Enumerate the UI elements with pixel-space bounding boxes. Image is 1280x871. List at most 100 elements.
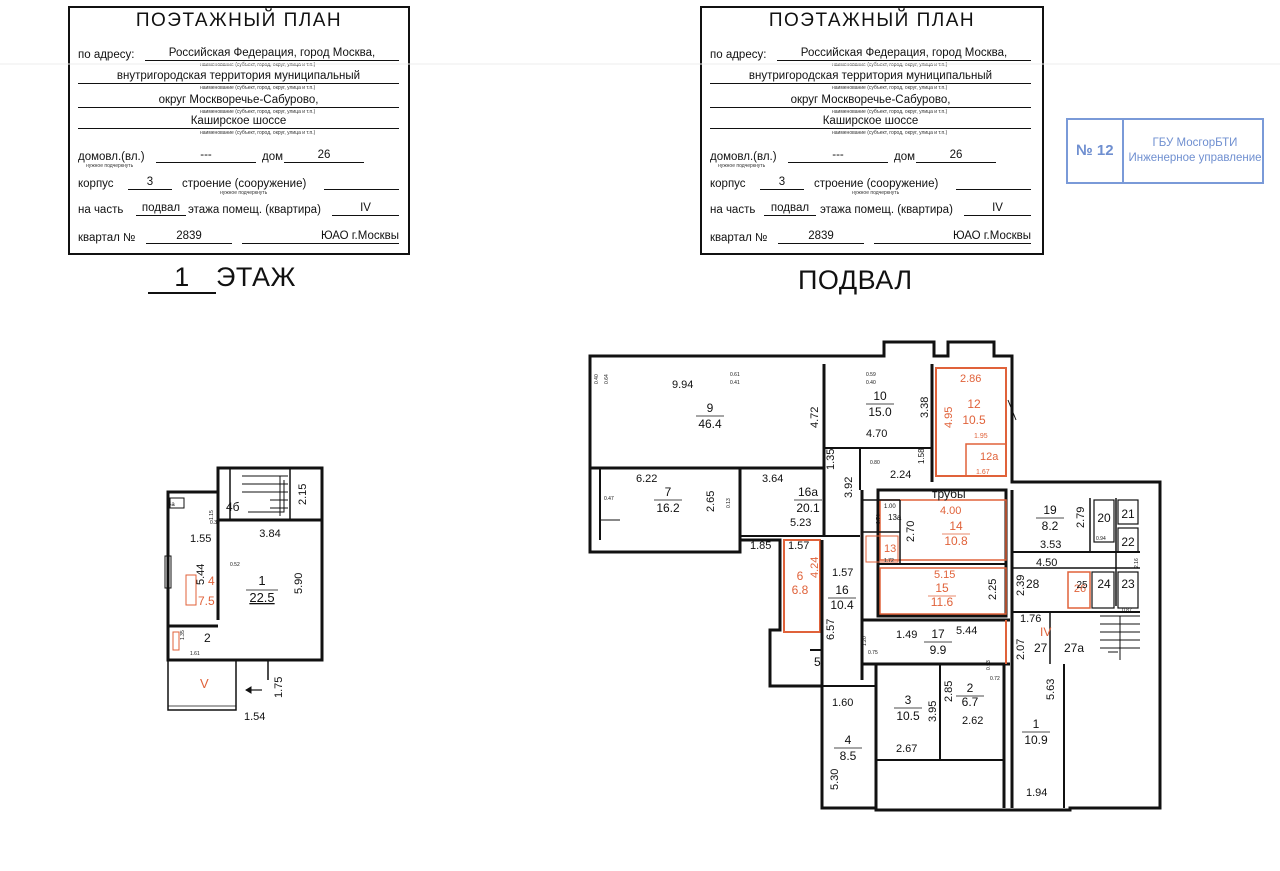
- dim-0-59: 0.59: [866, 372, 876, 378]
- room-6-outline: [783, 539, 821, 633]
- room-1-area: 22.5: [249, 590, 274, 605]
- room-19-area: 8.2: [1042, 519, 1059, 533]
- basement-labels: 9.94 9 46.4 4.72 0.40 0.64 0.61 0.41 0.5…: [594, 372, 1140, 799]
- stamp-title: ПОЭТАЖНЫЙ ПЛАН: [768, 10, 976, 31]
- room-7-area: 16.2: [656, 501, 680, 515]
- nuzhnoe-caption-2: нужное подчеркнуть: [220, 190, 268, 196]
- room-9-area: 46.4: [698, 417, 722, 431]
- dim-1-57-b: 1.57: [832, 567, 853, 579]
- address-label: по адресу:: [710, 49, 767, 61]
- room-4-id: 4: [845, 733, 852, 747]
- pomesh-value: IV: [964, 202, 1031, 216]
- room-16-id: 16: [835, 583, 849, 597]
- dim-0-80: 0.80: [870, 460, 880, 466]
- pomesh-value: IV: [332, 202, 399, 216]
- dim-4-00: 4.00: [940, 505, 961, 517]
- dim-0-75: 0.75: [868, 650, 878, 656]
- floor1-labels: 1 22.5 3.84 5.90 5.44 1.55 4 7.5 2 2.15 …: [168, 484, 309, 723]
- dom-value: 26: [916, 149, 996, 163]
- nuzhnoe-caption-1: нужное подчеркнуть: [718, 163, 766, 169]
- dim-0-74: 0.74: [876, 514, 882, 524]
- floor1-orange-mark: [172, 631, 180, 651]
- room-15-area: 11.6: [931, 595, 954, 609]
- room-25-id: 25: [1076, 580, 1088, 591]
- dim-3-84: 3.84: [259, 528, 280, 540]
- nachast-label: на часть: [710, 204, 756, 216]
- stroenie-label: строение (сооружение): [182, 178, 307, 190]
- room-6-id: 6: [797, 569, 804, 583]
- room-3-area: 10.5: [896, 709, 920, 723]
- dom-label: дом: [262, 151, 284, 163]
- okrug-value: ЮАО г.Москвы: [242, 230, 399, 244]
- room-13-outline: [865, 535, 899, 563]
- address-line-4: Каширское шоссе: [78, 115, 399, 129]
- stroenie-label: строение (сооружение): [814, 178, 939, 190]
- room-17-area: 9.9: [930, 643, 947, 657]
- room-27a-id: 27а: [1064, 641, 1084, 655]
- room-16-area: 10.4: [830, 598, 854, 612]
- room-2-area: 6.7: [962, 695, 979, 709]
- kvartal-value: 2839: [146, 230, 232, 244]
- dim-0-41: 0.41: [730, 380, 740, 386]
- dim-4-70: 4.70: [866, 428, 887, 440]
- floor1-porch: [167, 659, 237, 711]
- room-22-outline: [1117, 527, 1139, 553]
- floor1-small-room: [169, 497, 185, 509]
- room-15-outline: [879, 567, 1007, 615]
- dim-2-67: 2.67: [896, 743, 917, 755]
- dim-4-24: 4.24: [809, 557, 821, 578]
- basement-mid-block: [876, 488, 1008, 618]
- kvartal-label: квартал №: [78, 232, 136, 244]
- dim-3-64: 3.64: [762, 473, 783, 485]
- dim-1-35: 1.35: [180, 630, 186, 640]
- address-label: по адресу:: [78, 49, 135, 61]
- dim-0-72: 0.72: [990, 676, 1000, 682]
- etazha-label: этажа помещ. (квартира): [188, 204, 321, 216]
- address-line-2: внутригородская территория муниципальный: [78, 70, 399, 84]
- dim-3-38: 3.38: [919, 397, 931, 418]
- nachast-value: подвал: [764, 202, 816, 216]
- dim-1-15: 1.15: [209, 510, 215, 520]
- room-26-outline: [1067, 571, 1091, 609]
- dim-1-61: 1.61: [190, 651, 200, 657]
- floor1-window: [164, 555, 172, 589]
- address-line-4: Каширское шоссе: [710, 115, 1031, 129]
- address-line-1: Российская Федерация, город Москва,: [777, 47, 1031, 61]
- room-28-id: 28: [1026, 577, 1040, 591]
- room-14-id: 14: [949, 519, 963, 533]
- dim-2-25: 2.25: [987, 579, 999, 600]
- dim-1-54: 1.54: [244, 711, 265, 723]
- room-3-id: 3: [905, 693, 912, 707]
- floor1-stairs: [242, 475, 288, 516]
- room-26-id: 26: [1074, 583, 1086, 595]
- dim-0-94: 0.94: [1096, 536, 1106, 542]
- dim-5-90: 5.90: [293, 573, 305, 594]
- address-caption-3: наименование (субъект, город, округ, ули…: [832, 109, 948, 115]
- floor-plan-stamp-right: ПОЭТАЖНЫЙ ПЛАН по адресу: Российская Фед…: [700, 6, 1044, 255]
- korpus-label: корпус: [78, 178, 114, 190]
- dim-1-95: 1.95: [974, 433, 988, 440]
- address-line-3: округ Москворечье-Сабурово,: [78, 94, 399, 108]
- basement-outer-wall: [588, 340, 1162, 812]
- bti-stamp: № 12 ГБУ МосгорБТИ Инженерное управление: [1066, 118, 1264, 184]
- room-4-id: 4: [208, 574, 215, 588]
- dim-0-47: 0.47: [604, 496, 614, 502]
- dim-0-93: 0.93: [986, 660, 992, 670]
- dim-0-52: 0.52: [230, 562, 240, 568]
- room-22-id: 22: [1121, 535, 1135, 549]
- dim-5-44: 5.44: [195, 564, 207, 585]
- korpus-value: 3: [128, 176, 172, 190]
- dim-4-50: 4.50: [1036, 557, 1057, 569]
- dim-1-72: 1.72: [884, 558, 894, 564]
- address-caption-3: наименование (субъект, город, округ, ули…: [200, 109, 316, 115]
- room-24-id: 24: [1097, 577, 1111, 591]
- bti-org-line1: ГБУ МосгорБТИ: [1152, 137, 1238, 149]
- address-caption-4: наименование (субъект, город, округ, ули…: [832, 130, 948, 136]
- dom-value: 26: [284, 149, 364, 163]
- dim-2-86: 2.86: [960, 373, 981, 385]
- room-7-id: 7: [665, 485, 672, 499]
- bti-org-line2: Инженерное управление: [1128, 152, 1262, 164]
- dom-label: дом: [894, 151, 916, 163]
- okrug-value: ЮАО г.Москвы: [874, 230, 1031, 244]
